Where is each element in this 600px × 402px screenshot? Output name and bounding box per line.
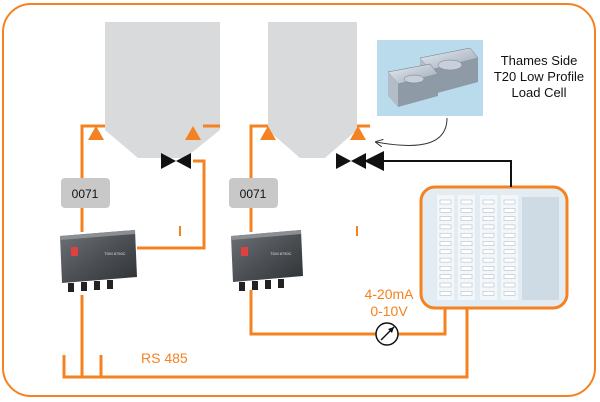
controller-slot: [439, 249, 452, 255]
controller-slot: [439, 241, 452, 246]
controller-slot: [460, 208, 473, 213]
controller-slot: [460, 249, 473, 255]
bus-label: RS 485: [141, 350, 188, 366]
controller-slot: [460, 274, 473, 279]
controller-slot: [503, 291, 516, 296]
controller-slot: [460, 266, 473, 271]
load-cell-marker-icon: [185, 126, 201, 140]
controller-slot: [482, 199, 495, 205]
indicator-2-box: [229, 178, 278, 208]
controller-slot: [439, 274, 452, 279]
controller-slot: [460, 282, 473, 288]
controller-slot: [482, 291, 495, 296]
junction-box-2: TDM 8750C: [231, 230, 303, 291]
controller-slot: [482, 266, 495, 271]
controller: [419, 185, 569, 310]
controller-slot: [460, 224, 473, 230]
controller-slot: [439, 199, 452, 205]
controller-slot: [439, 208, 452, 213]
controller-slot: [482, 208, 495, 213]
controller-slot: [482, 249, 495, 255]
controller-slot: [460, 232, 473, 238]
load-cell-pointer: [376, 117, 448, 145]
silo-2: [268, 22, 357, 158]
rs485-bus: [62, 308, 469, 379]
valve-1-line: [137, 159, 206, 250]
control-signal-line: [364, 151, 512, 187]
valve-1-icon: [161, 153, 191, 169]
controller-slot: [439, 224, 452, 230]
indicator-2-code: 0071: [240, 187, 267, 201]
controller-slot: [482, 274, 495, 279]
caption-line-3: Load Cell: [512, 85, 567, 100]
controller-slot: [439, 232, 452, 238]
controller-slot: [439, 216, 452, 221]
controller-slot: [503, 257, 516, 263]
controller-slot: [503, 199, 516, 205]
controller-slot: [460, 241, 473, 246]
junction-box-1: TDM 8750C: [60, 230, 137, 292]
controller-slot: [482, 224, 495, 230]
controller-slot: [503, 232, 516, 238]
valve-2-icon: [336, 153, 366, 169]
controller-slot: [482, 216, 495, 221]
load-cell-photo: [377, 40, 483, 116]
controller-slot: [503, 274, 516, 279]
controller-slot: [460, 291, 473, 296]
indicator-1-box: [61, 178, 110, 208]
controller-slot: [460, 199, 473, 205]
controller-slot: [439, 291, 452, 296]
controller-slot: [503, 249, 516, 255]
analog-output-line: [249, 290, 376, 336]
indicator-1-code: 0071: [72, 187, 99, 201]
controller-slot: [482, 241, 495, 246]
controller-slot: [503, 266, 516, 271]
caption-line-1: Thames Side: [501, 53, 578, 68]
junction-box-brand: TDM 8750C: [270, 251, 292, 256]
silo-2-legs: [249, 124, 370, 168]
controller-slot: [503, 282, 516, 288]
junction-box-brand: TDM 8750C: [104, 251, 126, 256]
analog-output-line-1: 4-20mA: [364, 286, 414, 302]
controller-slot: [482, 282, 495, 288]
controller-slot: [460, 216, 473, 221]
controller-slot: [482, 257, 495, 263]
controller-slot: [482, 232, 495, 238]
load-cell-caption: Thames Side T20 Low Profile Load Cell: [494, 53, 584, 100]
controller-slot: [439, 257, 452, 263]
controller-slot: [503, 241, 516, 246]
caption-line-2: T20 Low Profile: [494, 69, 584, 84]
load-cell-marker-icon: [88, 126, 104, 140]
analog-output-line-2-text: 0-10V: [370, 303, 408, 319]
meter-icon: [375, 322, 399, 346]
controller-slot: [439, 266, 452, 271]
controller-slot: [460, 257, 473, 263]
controller-slot: [503, 208, 516, 213]
silo-1: [105, 22, 220, 158]
load-cell-marker-icon: [260, 126, 276, 140]
controller-slot: [439, 282, 452, 288]
controller-slot: [503, 224, 516, 230]
load-cell-marker-icon: [350, 126, 366, 140]
outer-frame: [2, 3, 596, 397]
silo-1-legs: [80, 124, 220, 168]
analog-output-line-2: [398, 308, 447, 336]
controller-slot: [503, 216, 516, 221]
